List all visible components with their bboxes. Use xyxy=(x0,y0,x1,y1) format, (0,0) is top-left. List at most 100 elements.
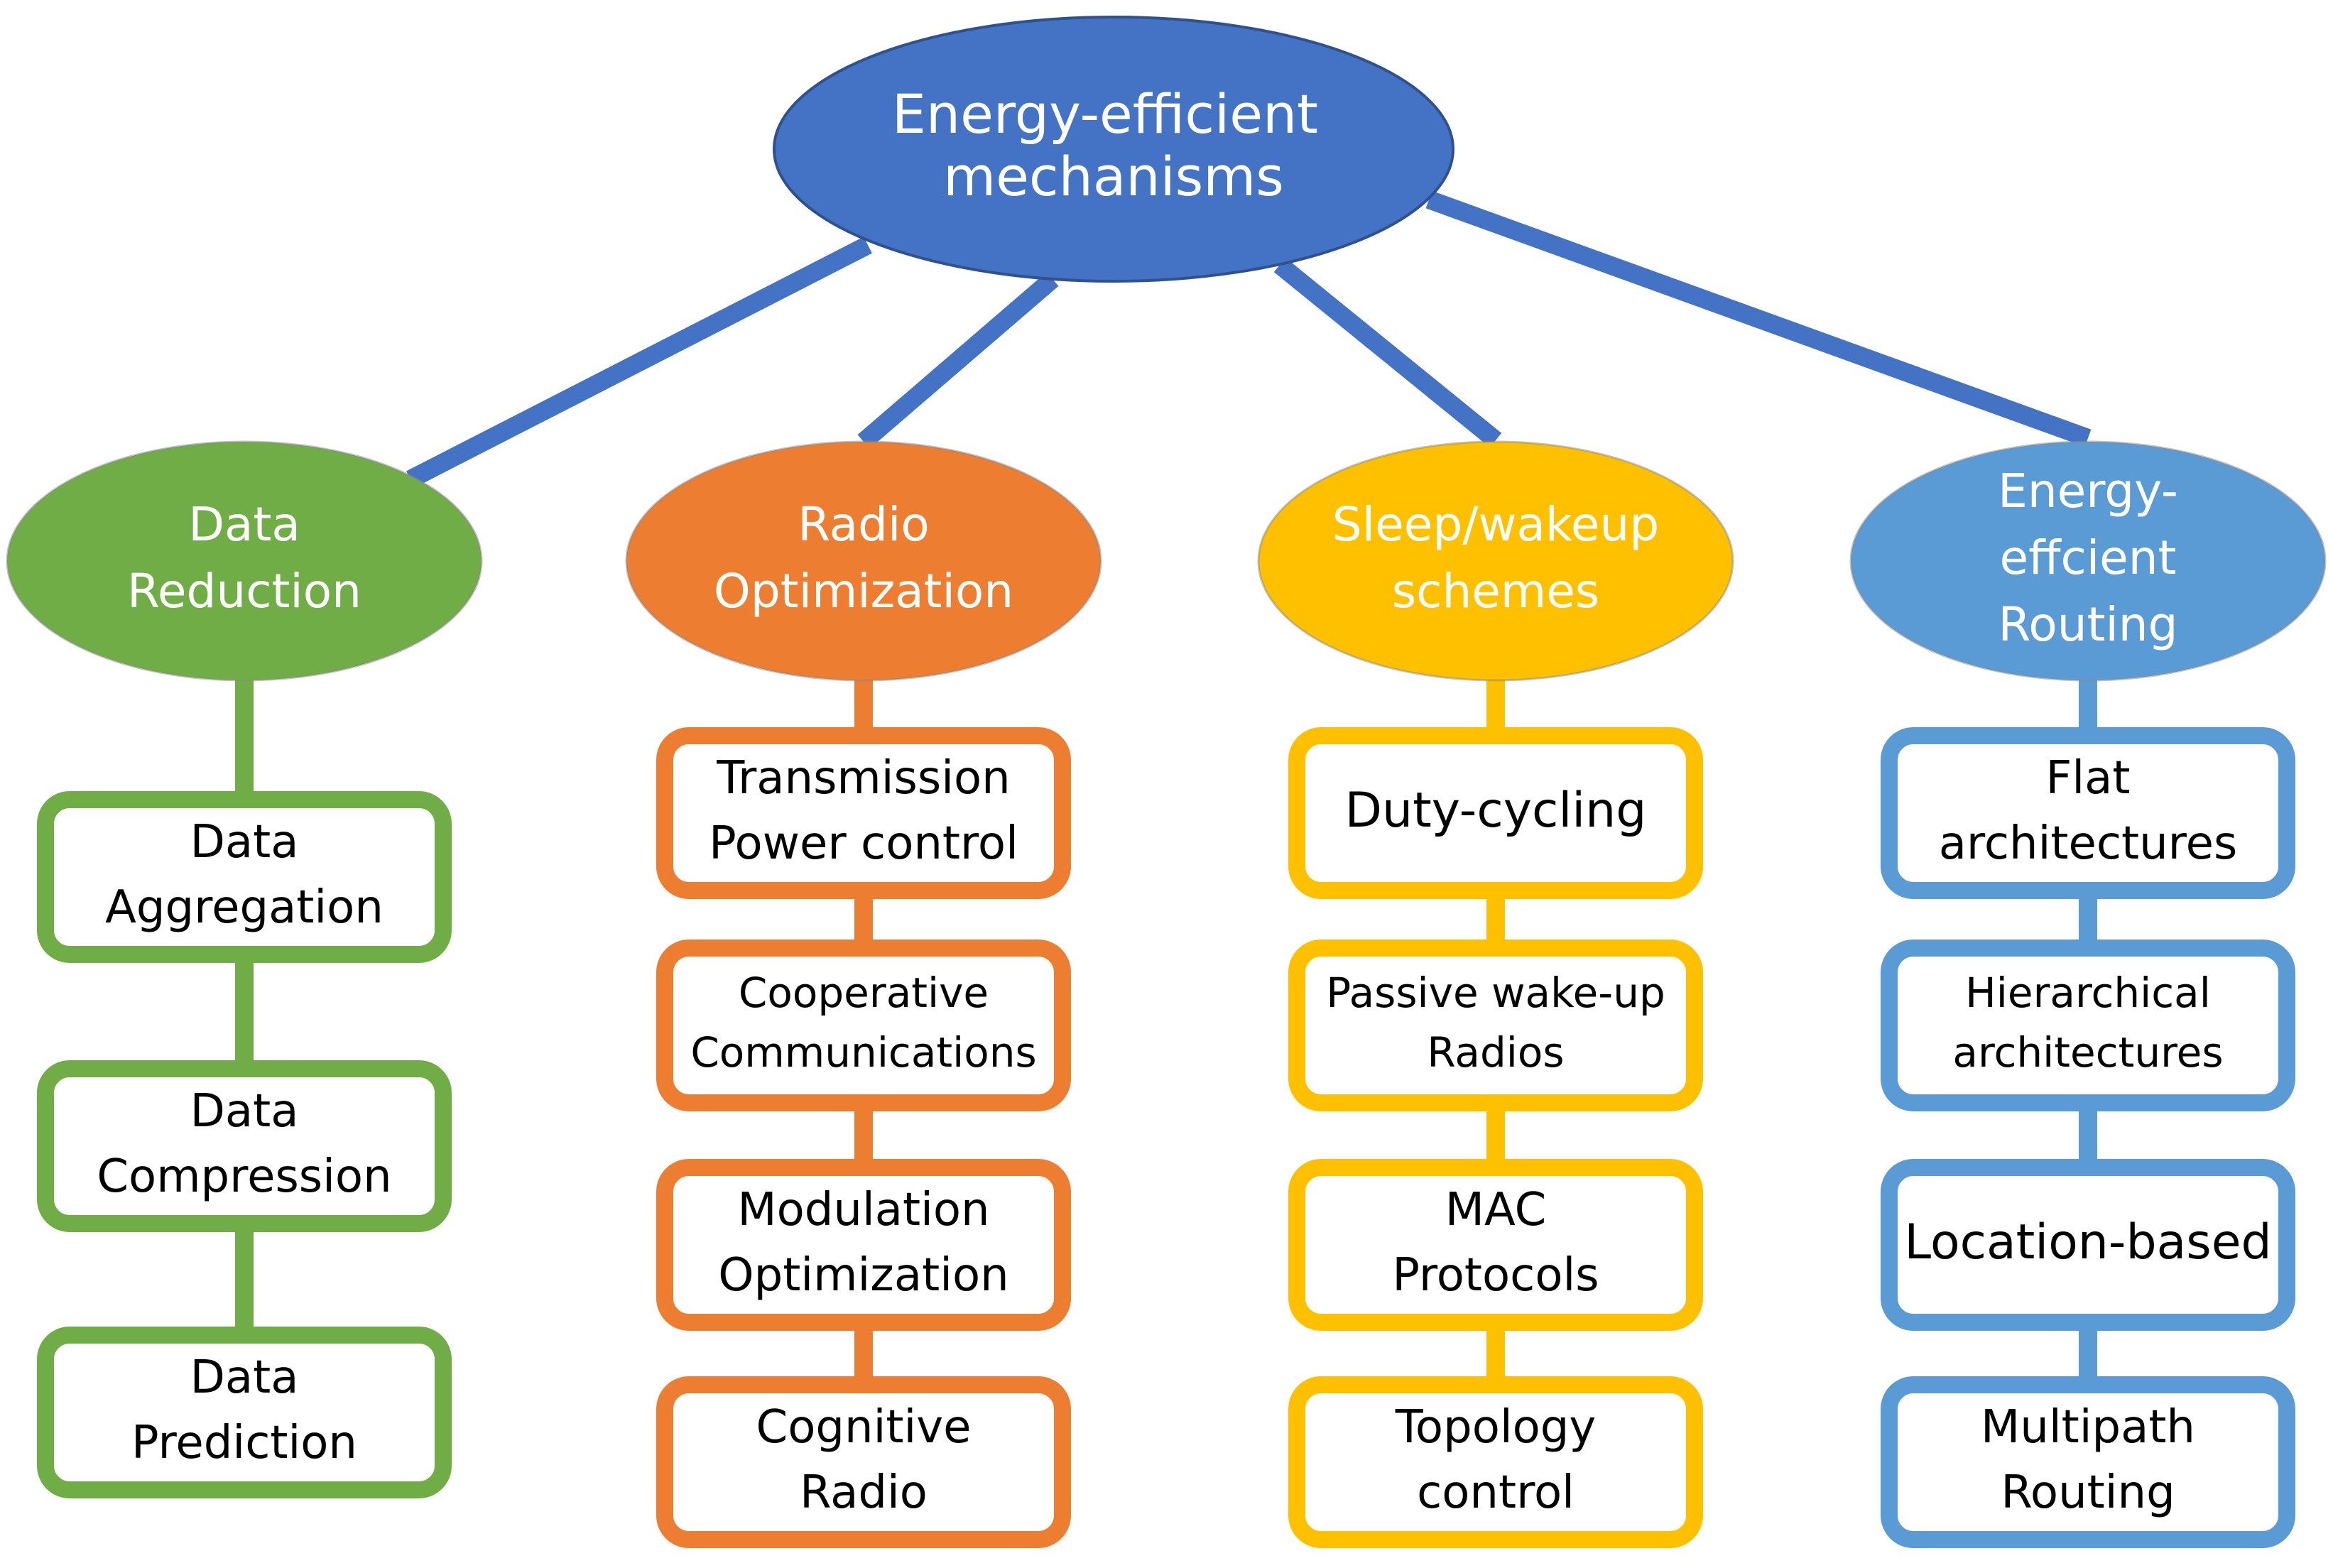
item-box-frame xyxy=(1288,727,1703,899)
category-label-line: Radio xyxy=(798,497,929,552)
category-label-line: Reduction xyxy=(127,564,361,619)
category-label-line: Energy- xyxy=(1998,464,2178,518)
category-label-line: Optimization xyxy=(714,564,1013,619)
item-label: Duty-cycling xyxy=(1345,783,1647,839)
root-label-line: mechanisms xyxy=(943,145,1284,208)
item-label: Hierarchical architectures xyxy=(1952,969,2223,1077)
item-label-line: Transmission xyxy=(716,752,1010,805)
item-box-frame xyxy=(656,1376,1071,1548)
item-label-line: Prediction xyxy=(131,1417,357,1469)
item-label: MAC Protocols xyxy=(1392,1184,1599,1302)
item-label-line: Data xyxy=(190,816,299,869)
category-label-line: Sleep/wakeup xyxy=(1332,497,1659,552)
item-box-frame xyxy=(1881,727,2295,899)
item-label-line: architectures xyxy=(1939,817,2238,870)
item-label-line: Routing xyxy=(2001,1466,2175,1519)
item-box-frame xyxy=(1288,1159,1703,1331)
item-box: Topology control xyxy=(1288,1376,1703,1548)
category-label-line: schemes xyxy=(1392,564,1599,619)
root-node: Energy-efficient mechanisms xyxy=(773,16,1454,283)
item-label-line: Modulation xyxy=(737,1184,989,1236)
item-label: Topology control xyxy=(1395,1401,1597,1519)
item-label-line: Aggregation xyxy=(105,881,384,934)
root-connector xyxy=(1273,257,1502,448)
item-box-frame xyxy=(37,791,452,963)
category-ellipse xyxy=(1257,440,1734,682)
root-connector xyxy=(406,236,872,488)
item-label: Flat architectures xyxy=(1939,752,2238,870)
item-box-frame xyxy=(656,940,1071,1111)
category-ellipse xyxy=(1849,440,2327,682)
item-label-line: Radio xyxy=(800,1466,928,1519)
item-box-frame xyxy=(1881,940,2295,1111)
item-label-line: Cooperative xyxy=(739,969,989,1017)
item-box-frame xyxy=(656,727,1071,899)
item-box-frame xyxy=(37,1327,452,1498)
item-label-line: Communications xyxy=(690,1028,1036,1077)
item-label-line: control xyxy=(1417,1466,1575,1519)
item-label-line: Passive wake-up xyxy=(1326,969,1665,1017)
root-connector xyxy=(857,272,1059,449)
root-ellipse xyxy=(773,16,1454,283)
item-label-line: Data xyxy=(190,1085,299,1138)
item-box-frame xyxy=(1288,940,1703,1111)
connectors xyxy=(235,190,2097,1392)
item-label-line: Compression xyxy=(97,1150,391,1203)
category-ellipse xyxy=(625,440,1102,682)
item-box: Hierarchical architectures xyxy=(1881,940,2295,1111)
item-label-line: Power control xyxy=(709,817,1018,870)
item-label-line: Multipath xyxy=(1981,1401,2195,1454)
category-label: Sleep/wakeup schemes xyxy=(1332,497,1659,619)
item-label-line: Duty-cycling xyxy=(1345,783,1647,839)
item-label-line: Optimization xyxy=(718,1249,1008,1302)
item-label-line: Hierarchical xyxy=(1965,969,2211,1017)
item-label-line: Cognitive xyxy=(756,1401,972,1454)
item-label-line: architectures xyxy=(1952,1028,2223,1077)
root-connector xyxy=(1425,190,2092,447)
category-label-line: effcient xyxy=(1999,530,2176,585)
item-label-line: Data xyxy=(190,1351,299,1404)
item-label-line: Radios xyxy=(1427,1028,1564,1077)
category-ellipse xyxy=(6,440,483,682)
item-box-frame xyxy=(37,1060,452,1232)
category-label-line: Routing xyxy=(1998,597,2177,652)
item-box-frame xyxy=(1881,1376,2295,1548)
item-box: MAC Protocols xyxy=(1288,1159,1703,1331)
item-label-line: Flat xyxy=(2046,752,2131,805)
item-box: Flat architectures xyxy=(1881,727,2295,899)
item-label-line: Protocols xyxy=(1392,1249,1599,1302)
item-box-frame xyxy=(656,1159,1071,1331)
root-label: Energy-efficient mechanisms xyxy=(892,82,1335,208)
item-label-line: MAC xyxy=(1445,1184,1547,1236)
root-label-line: Energy-efficient xyxy=(892,82,1318,146)
item-label-line: Topology xyxy=(1395,1401,1597,1454)
category-label-line: Data xyxy=(188,497,300,552)
item-box: Duty-cycling xyxy=(1288,727,1703,899)
item-label: Location-based xyxy=(1904,1214,2271,1270)
